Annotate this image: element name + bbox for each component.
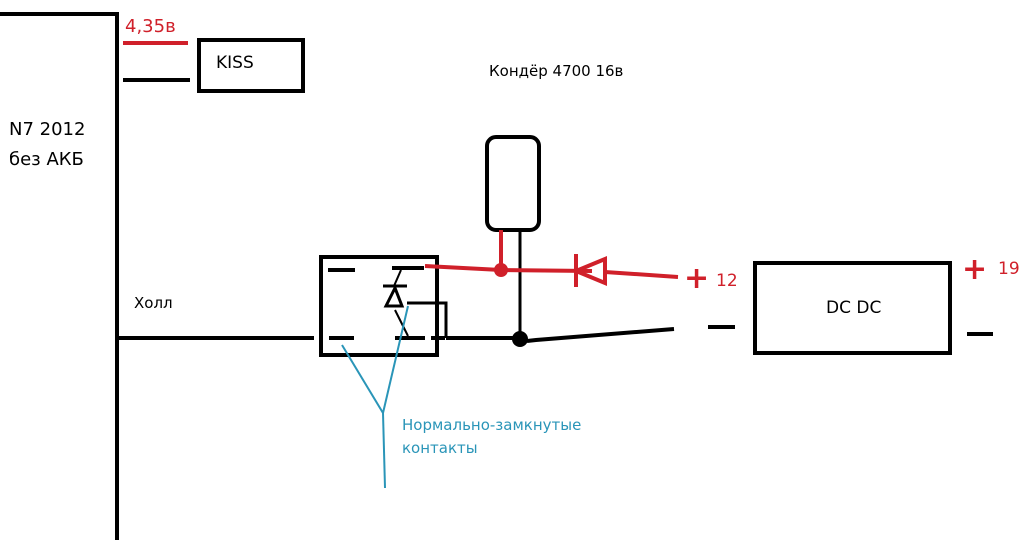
plus-19-value: 19 xyxy=(998,259,1020,279)
device-label-note: без АКБ xyxy=(9,149,84,170)
kiss-label: KISS xyxy=(216,53,254,73)
dcdc-box xyxy=(753,261,952,355)
relay-diode-lead-bottom xyxy=(394,309,409,337)
relay-side-contact xyxy=(407,301,448,338)
plus-12-value: 12 xyxy=(716,271,738,291)
annotation-pointer-left xyxy=(341,344,384,414)
diode-input-wire xyxy=(604,270,679,279)
positive-wire xyxy=(424,264,593,273)
relay-diode-icon xyxy=(383,284,405,308)
capacitor xyxy=(485,135,541,232)
ground-junction xyxy=(512,331,528,347)
annotation-pointer-right xyxy=(382,305,409,414)
capacitor-label: Кондёр 4700 16в xyxy=(489,62,623,80)
kiss-box xyxy=(197,38,305,93)
hall-label: Холл xyxy=(134,294,173,312)
annotation-label-line1: Нормально-замкнутые xyxy=(402,416,581,434)
annotation-label-line2: контакты xyxy=(402,439,478,457)
voltage-label: 4,35в xyxy=(125,16,176,37)
ground-wire-right xyxy=(526,327,675,343)
n7-device-box xyxy=(0,12,119,540)
dcdc-label: DC DC xyxy=(826,298,881,318)
positive-junction xyxy=(494,263,508,277)
relay-box xyxy=(319,255,439,357)
plus-12-sign: + xyxy=(684,261,709,296)
relay-diode-lead-top xyxy=(393,269,402,287)
annotation-stem xyxy=(382,412,386,489)
device-label-model: N7 2012 xyxy=(9,119,85,140)
diode-icon xyxy=(570,256,607,286)
plus-19-sign: + xyxy=(962,252,987,287)
